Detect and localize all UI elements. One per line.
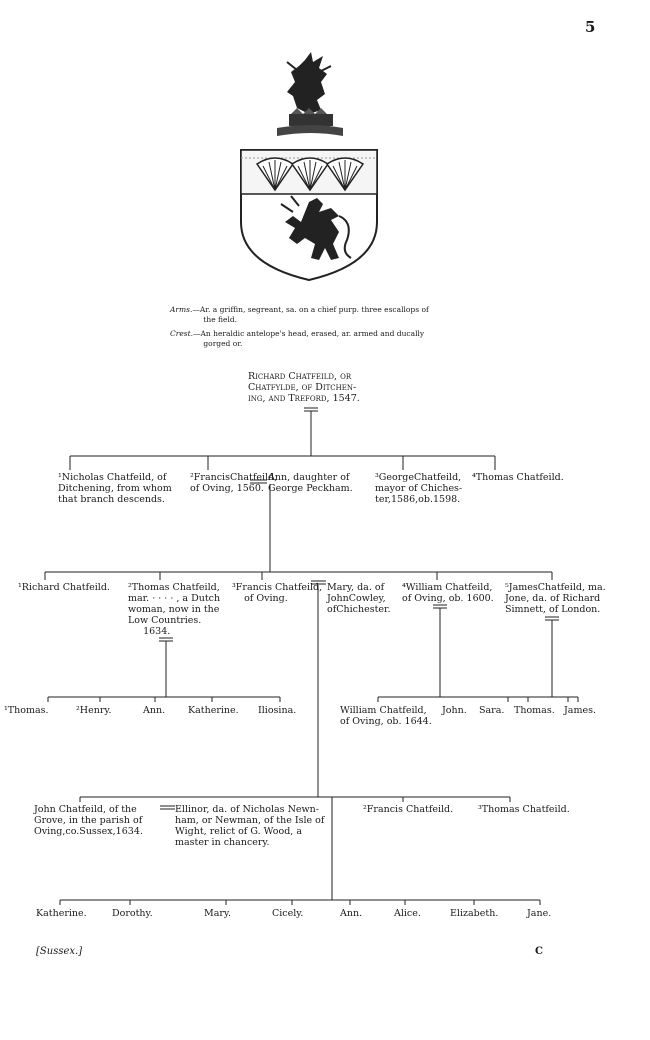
gen5-mary: Mary. xyxy=(204,908,231,919)
gen3-richard: ¹Richard Chatfeild. xyxy=(18,582,110,593)
gen4-john-chatfeild: John Chatfeild, of the Grove, in the par… xyxy=(34,804,143,837)
gen5-katherine: Katherine. xyxy=(36,908,87,919)
gen4-william-child: William Chatfeild, of Oving, ob. 1644. xyxy=(340,705,432,727)
gen4-sara: Sara. xyxy=(479,705,504,716)
footer-county: [Sussex.] xyxy=(36,946,82,957)
gen2-george: ³GeorgeChatfeild, mayor of Chiches- ter,… xyxy=(375,472,462,505)
gen5-alice: Alice. xyxy=(394,908,421,919)
gen5-jane: Jane. xyxy=(527,908,551,919)
gen5-elizabeth: Elizabeth. xyxy=(450,908,498,919)
gen4-iliosina: Iliosina. xyxy=(258,705,296,716)
footer-signature: C xyxy=(535,946,543,957)
gen2-nicholas: ¹Nicholas Chatfeild, of Ditchening, from… xyxy=(58,472,172,505)
gen4-ellinor: Ellinor, da. of Nicholas Newn- ham, or N… xyxy=(175,804,324,848)
gen3-mary-cowley: Mary, da. of JohnCowley, ofChichester. xyxy=(327,582,391,615)
gen2-ann-peckham: Ann, daughter of George Peckham. xyxy=(268,472,353,494)
gen4-james-james: James. xyxy=(564,705,596,716)
gen3-francis: ³Francis Chatfeild, of Oving. xyxy=(232,582,322,604)
gen2-francis: ²FrancisChatfeild, of Oving, 1560. xyxy=(190,472,277,494)
gen2-thomas: ⁴Thomas Chatfeild. xyxy=(472,472,564,483)
root-richard-chatfeild: Richard Chatfeild, or Chatfylde, of Ditc… xyxy=(248,371,360,404)
gen4-katherine: Katherine. xyxy=(188,705,239,716)
gen4-francis: ²Francis Chatfeild. xyxy=(363,804,453,815)
gen5-dorothy: Dorothy. xyxy=(112,908,153,919)
gen4-ann: Ann. xyxy=(143,705,165,716)
gen5-cicely: Cicely. xyxy=(272,908,303,919)
gen3-james: ⁵JamesChatfeild, ma. Jone, da. of Richar… xyxy=(505,582,606,615)
gen3-william: ⁴William Chatfeild, of Oving, ob. 1600. xyxy=(402,582,494,604)
gen4-thomas-francis: ³Thomas Chatfeild. xyxy=(478,804,570,815)
gen5-ann: Ann. xyxy=(340,908,362,919)
gen4-james-thomas: Thomas. xyxy=(514,705,555,716)
gen4-john: John. xyxy=(442,705,467,716)
gen3-thomas: ²Thomas Chatfeild, mar. · · · · , a Dutc… xyxy=(128,582,220,637)
gen4-thomas-child: ¹Thomas. xyxy=(4,705,49,716)
gen4-henry: ²Henry. xyxy=(76,705,112,716)
